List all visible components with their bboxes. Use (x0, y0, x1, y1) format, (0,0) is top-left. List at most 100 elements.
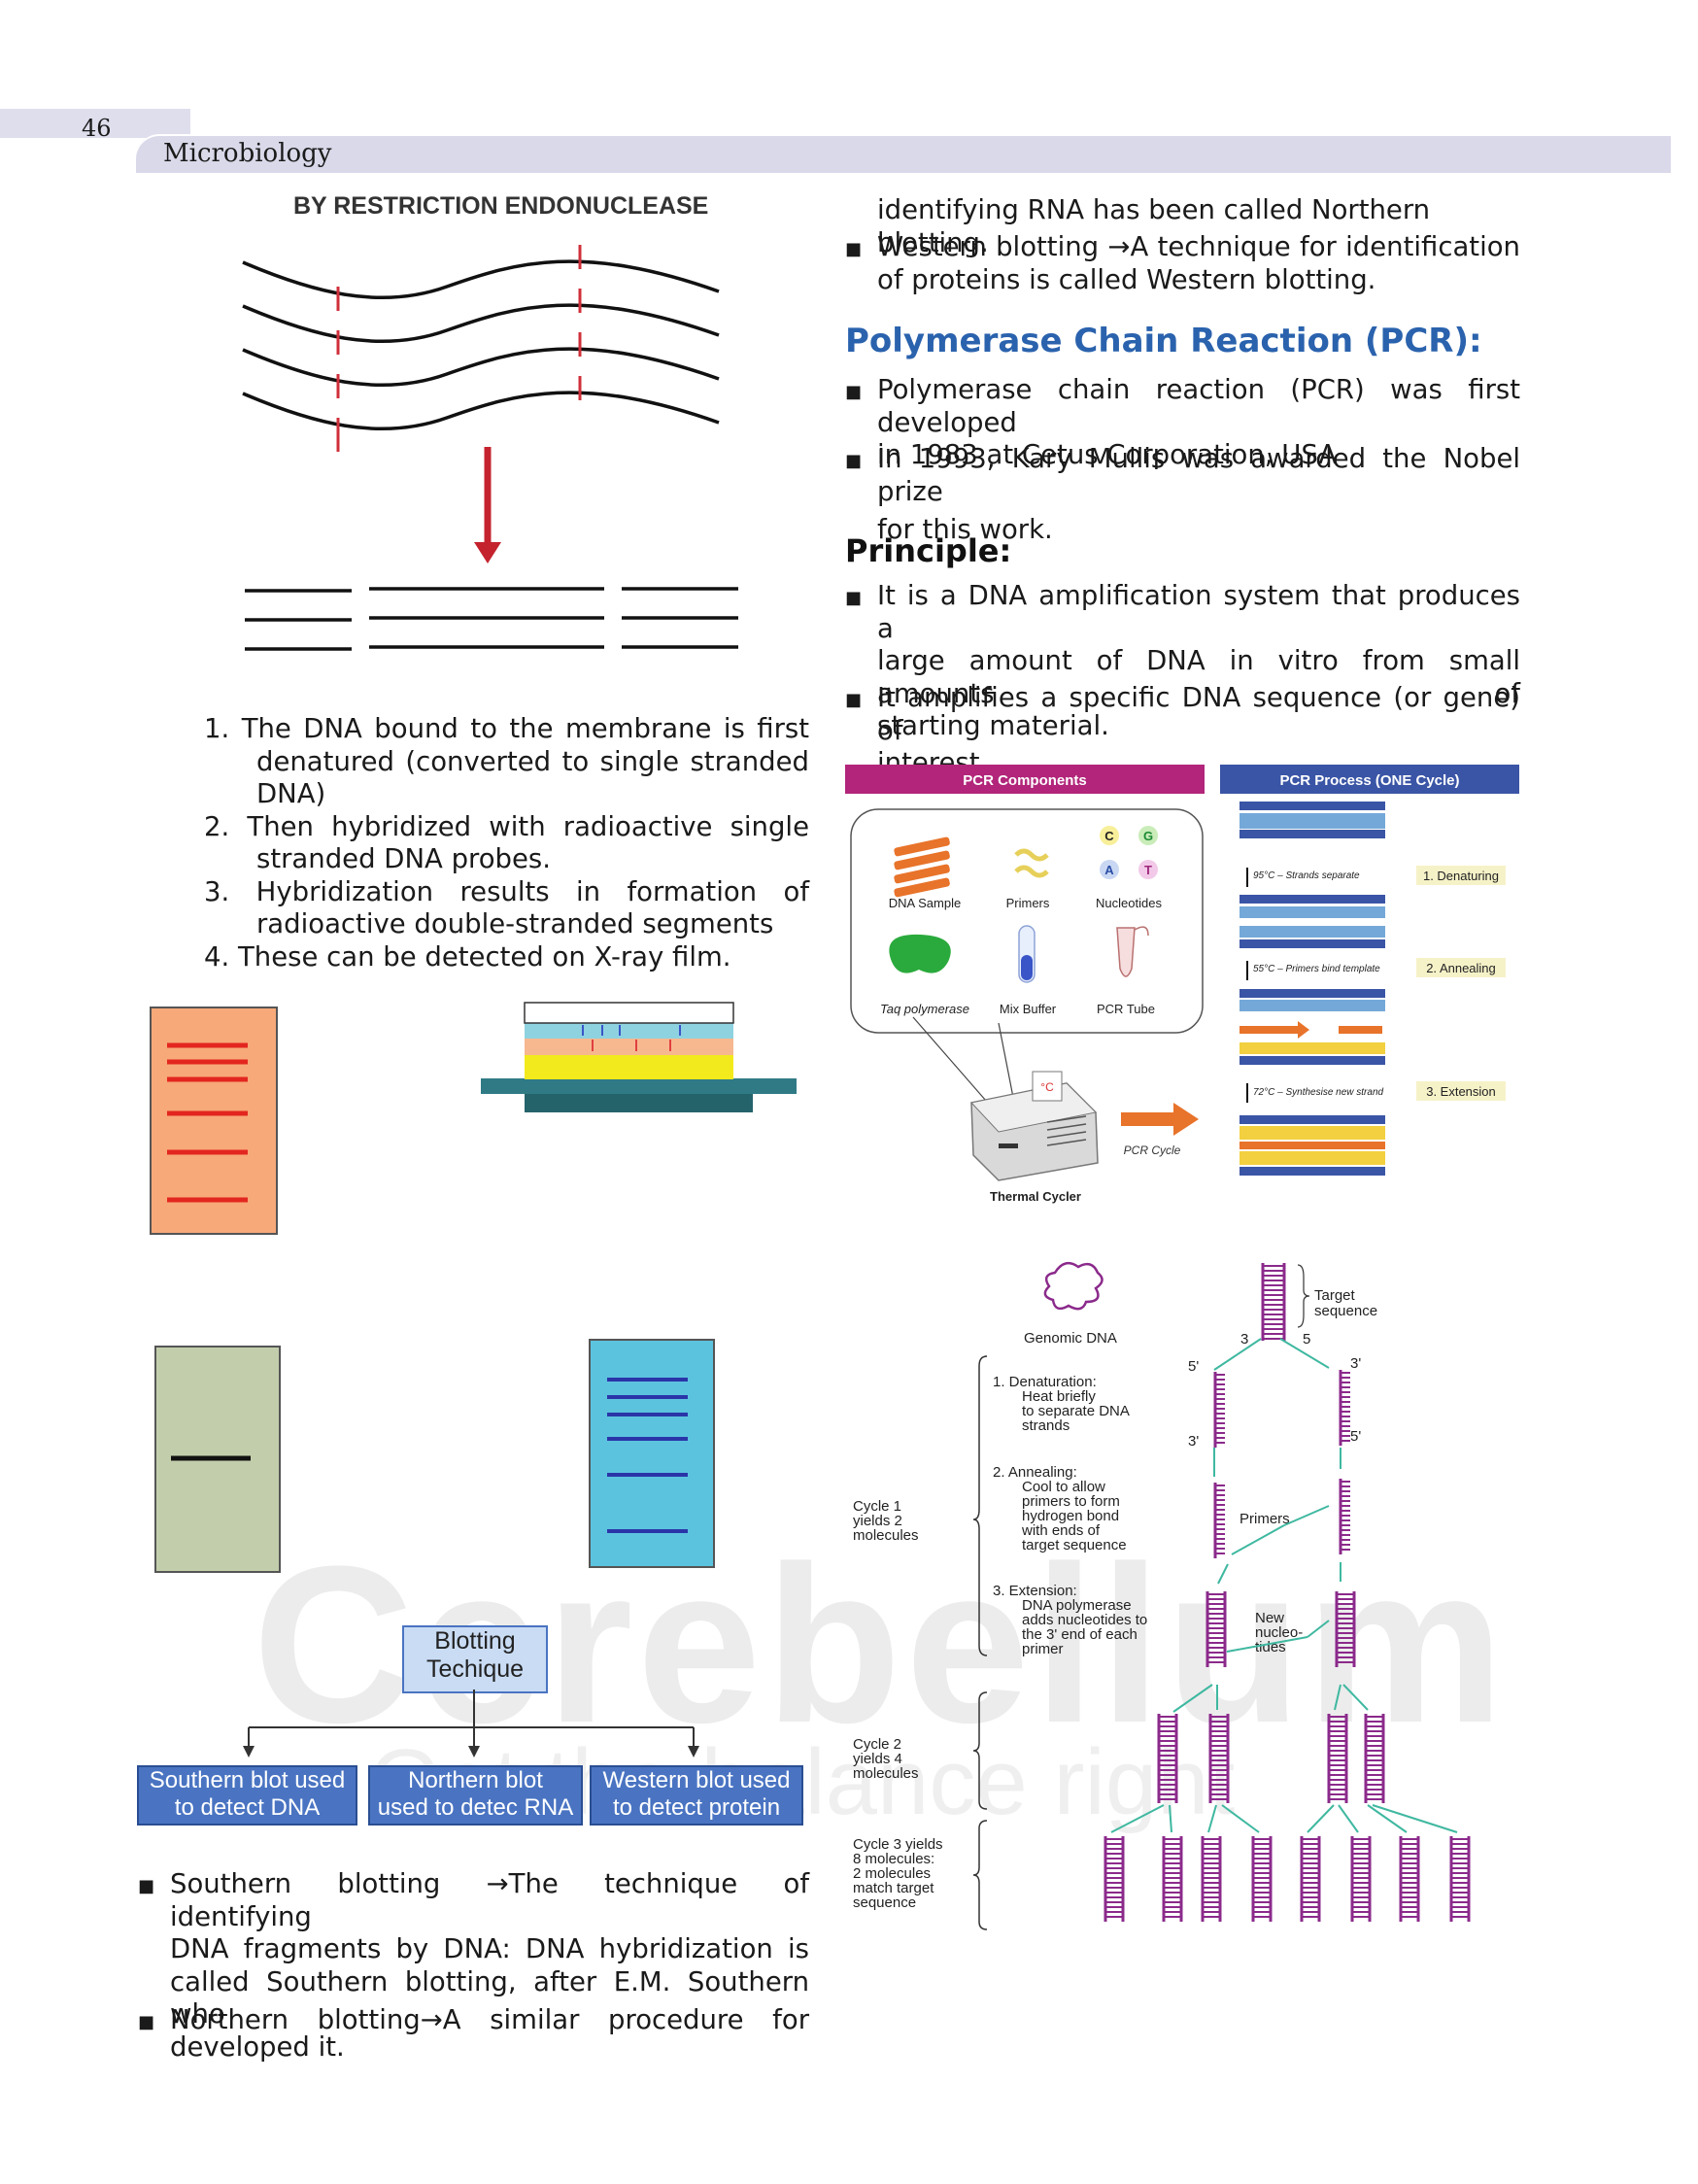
western-bullet: Western blotting →A technique for identi… (877, 231, 1520, 295)
taq-polymerase-icon (889, 934, 951, 973)
svg-text:3. Extension: 3. Extension (1426, 1084, 1496, 1099)
step-4-line1: 4. These can be detected on X-ray film. (204, 940, 731, 973)
blot-illustrations (150, 1002, 797, 1573)
genomic-dna-icon (1043, 1261, 1104, 1311)
svg-text:match target: match target (853, 1880, 934, 1896)
svg-text:Cycle 1: Cycle 1 (853, 1498, 901, 1515)
step-2-line2: stranded DNA probes. (256, 843, 551, 874)
svg-text:hydrogen bond: hydrogen bond (1022, 1508, 1119, 1524)
svg-text:adds nucleotides to: adds nucleotides to (1022, 1612, 1147, 1628)
svg-text:5: 5 (1303, 1331, 1310, 1348)
principle-heading: Principle: (845, 532, 1012, 569)
pcr-heading: Polymerase Chain Reaction (PCR): (845, 322, 1482, 360)
annealing-strand-right (1339, 1479, 1350, 1554)
cycle3-ladder (1399, 1836, 1420, 1922)
pcr-tube-label: PCR Tube (1097, 1002, 1155, 1016)
extension-ladder-left (1206, 1591, 1227, 1667)
pcr-cycle-figure: Genomic DNA Target sequence 3 5 5' 3' 3'… (853, 1261, 1471, 1930)
svg-text:C: C (1104, 829, 1114, 843)
svg-text:2 molecules: 2 molecules (853, 1865, 931, 1882)
svg-text:Cycle 2: Cycle 2 (853, 1736, 901, 1753)
cycle3-ladder (1201, 1836, 1222, 1922)
svg-text:Cool to allow: Cool to allow (1022, 1479, 1105, 1495)
svg-text:3: 3 (1240, 1331, 1248, 1348)
principle-bullet-1: It is a DNA amplification system that pr… (877, 580, 1520, 741)
step-2-line1: 2. Then hybridized with radioactive sing… (204, 810, 809, 842)
svg-text:Heat briefly: Heat briefly (1022, 1388, 1096, 1405)
svg-text:nucleo-: nucleo- (1255, 1624, 1303, 1641)
cycle3-ladder (1300, 1836, 1321, 1922)
chart-connectors (243, 1689, 699, 1757)
pcr-cycle-label: PCR Cycle (1124, 1143, 1181, 1157)
svg-text:New: New (1255, 1610, 1284, 1626)
taq-label: Taq polymerase (880, 1002, 969, 1016)
svg-text:Cycle 3 yields: Cycle 3 yields (853, 1836, 943, 1853)
bullet-icon: ■ (845, 451, 863, 471)
target-ladder (1261, 1263, 1286, 1341)
bullet-icon: ■ (138, 1876, 155, 1896)
components-title: PCR Components (963, 772, 1087, 789)
svg-text:the 3' end of each: the 3' end of each (1022, 1626, 1138, 1643)
svg-text:55°C – Primers bind template: 55°C – Primers bind template (1253, 964, 1380, 974)
svg-text:primer: primer (1022, 1641, 1064, 1657)
bullet-icon: ■ (845, 690, 863, 710)
svg-text:target sequence: target sequence (1022, 1537, 1127, 1553)
cycle3-ladder (1350, 1836, 1372, 1922)
primers-icon (1014, 848, 1049, 862)
cycle2-ladder (1208, 1714, 1230, 1803)
restriction-digest-figure (242, 245, 738, 651)
dna-ladders (1104, 1263, 1471, 1922)
dna-sample-icon (894, 836, 950, 898)
svg-text:72°C – Synthesise new strand: 72°C – Synthesise new strand (1253, 1087, 1384, 1098)
mix-buffer-label: Mix Buffer (1000, 1002, 1057, 1016)
svg-text:1. Denaturing: 1. Denaturing (1423, 869, 1499, 883)
process-strands: 95°C – Strands separate 1. Denaturing 55… (1240, 802, 1506, 1176)
svg-text:2. Annealing: 2. Annealing (1426, 961, 1496, 975)
nucleotides-label: Nucleotides (1096, 896, 1162, 910)
svg-text:3': 3' (1350, 1355, 1361, 1372)
svg-text:1. Denaturation:: 1. Denaturation: (993, 1374, 1097, 1390)
bullet-icon: ■ (845, 588, 863, 608)
step-3-line1: 3. Hybridization results in formation of (204, 875, 810, 907)
northern-bullet: Northern blotting→A similar procedure fo… (170, 2004, 809, 2035)
dna-sample-label: DNA Sample (889, 896, 961, 910)
single-strand-right (1339, 1370, 1350, 1446)
svg-text:molecules: molecules (853, 1527, 919, 1544)
pcr-cycle-arrow (1121, 1112, 1175, 1126)
bullet-icon: ■ (845, 382, 863, 402)
pcr-bullet-1: Polymerase chain reaction (PCR) was firs… (877, 374, 1520, 470)
svg-text:°C: °C (1040, 1080, 1054, 1094)
svg-text:5': 5' (1350, 1428, 1361, 1445)
svg-text:yields 2: yields 2 (853, 1513, 902, 1529)
pcr-components-figure: PCR Components PCR Process (ONE Cycle) D… (845, 765, 1519, 1204)
cycle2-ladder (1157, 1714, 1178, 1803)
svg-text:primers to form: primers to form (1022, 1493, 1120, 1510)
svg-text:3. Extension:: 3. Extension: (993, 1583, 1077, 1599)
step-list: 1. The DNA bound to the membrane is firs… (204, 713, 809, 973)
svg-text:3': 3' (1188, 1433, 1199, 1450)
extension-ladder-right (1335, 1591, 1356, 1667)
bullet-icon: ■ (845, 239, 863, 259)
bullet-icon: ■ (138, 2012, 155, 2032)
svg-text:Genomic DNA: Genomic DNA (1024, 1330, 1117, 1347)
single-strand-left (1213, 1372, 1225, 1448)
process-title: PCR Process (ONE Cycle) (1279, 772, 1459, 789)
thermal-cycler-icon: °C (970, 1071, 1099, 1181)
cycle3-ladder (1162, 1836, 1183, 1922)
svg-text:strands: strands (1022, 1417, 1070, 1434)
southern-bullet: Southern blotting →The technique of iden… (170, 1868, 809, 2063)
svg-text:Primers: Primers (1240, 1511, 1290, 1527)
svg-text:8 molecules:: 8 molecules: (853, 1851, 934, 1867)
step-1-line2: denatured (converted to single stranded (256, 745, 809, 777)
svg-text:Target: Target (1314, 1287, 1356, 1304)
svg-text:2. Annealing:: 2. Annealing: (993, 1464, 1077, 1481)
cycle2-ladder (1364, 1714, 1385, 1803)
pcr-bullet-2: In 1993, Kary Mullis was awarded the Nob… (877, 443, 1520, 545)
svg-text:yields 4: yields 4 (853, 1751, 902, 1767)
figure-title: BY RESTRICTION ENDONUCLEASE (293, 192, 709, 220)
svg-text:molecules: molecules (853, 1765, 919, 1782)
annealing-strand-left (1213, 1483, 1225, 1558)
